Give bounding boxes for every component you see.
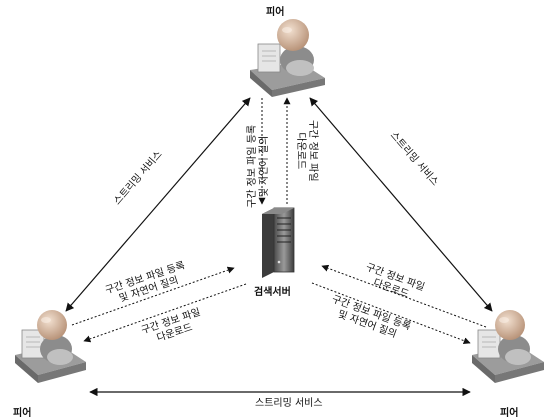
server-icon bbox=[262, 207, 295, 278]
peer-left-icon bbox=[15, 310, 86, 383]
peer-right-icon bbox=[472, 310, 544, 383]
edge-right-register bbox=[311, 282, 471, 345]
server-label: 검색서버 bbox=[254, 287, 291, 298]
label-bottom-streaming: 스트리밍 서비스 bbox=[255, 398, 323, 409]
peer-top-label: 피어 bbox=[266, 7, 285, 18]
peer-right-label: 피어 bbox=[500, 408, 519, 419]
edge-top-left-streaming bbox=[65, 97, 251, 312]
label-top-register: 구간 정보 파일 등록 및 자연어 질의 bbox=[247, 124, 270, 208]
label-top-download: 구간 정보 파일 다운로드 bbox=[295, 120, 318, 182]
edge-left-download bbox=[83, 283, 247, 343]
edge-right-download bbox=[321, 264, 487, 328]
edge-top-right-streaming bbox=[309, 97, 493, 312]
peer-left-label: 피어 bbox=[13, 408, 32, 419]
peer-top-icon bbox=[250, 19, 325, 97]
edge-left-register bbox=[71, 266, 235, 326]
